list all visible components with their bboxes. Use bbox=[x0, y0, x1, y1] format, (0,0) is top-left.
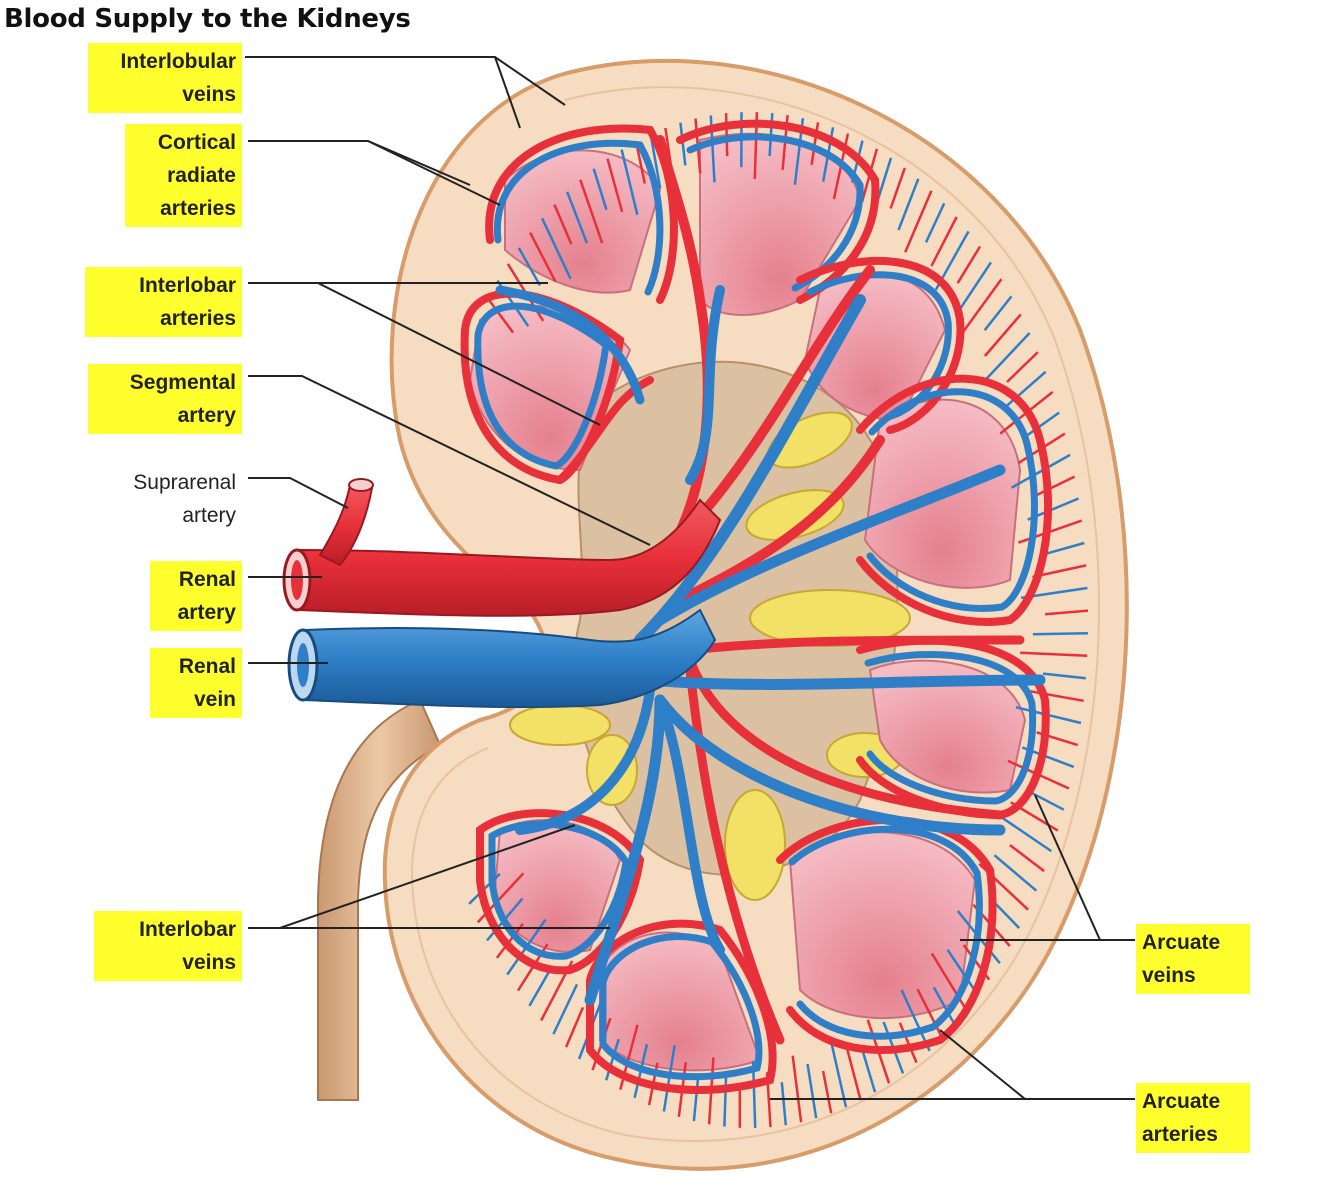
interlobular-vessel bbox=[564, 1006, 585, 1048]
interlobular-vessel bbox=[724, 113, 729, 157]
interlobular-vessel bbox=[495, 922, 524, 959]
interlobular-vessel bbox=[898, 1022, 918, 1064]
label-renal-vein: Renal vein bbox=[150, 648, 242, 718]
label-interlobar-arteries: Interlobar arteries bbox=[85, 267, 242, 337]
label-cortical-radiate-arteries: Cortical radiate arteries bbox=[125, 124, 242, 227]
interlobular-vessel bbox=[605, 1038, 620, 1081]
interlobular-vessel bbox=[486, 297, 515, 334]
interlobular-vessel bbox=[983, 313, 1022, 357]
interlobular-vessel bbox=[946, 949, 980, 997]
interlobular-vessel bbox=[845, 1046, 862, 1101]
interlobular-vessel bbox=[540, 217, 572, 280]
interlobular-vessel bbox=[1044, 609, 1089, 616]
interlobular-vessel bbox=[889, 167, 906, 209]
diagram-title: Blood Supply to the Kidneys bbox=[4, 4, 411, 34]
interlobular-vessel bbox=[1042, 541, 1085, 556]
interlobular-vessel bbox=[517, 247, 541, 287]
interlobular-vessel bbox=[959, 261, 992, 309]
interlobular-vessel bbox=[961, 278, 1003, 335]
interlobular-vessel bbox=[552, 983, 579, 1035]
interlobular-vessel bbox=[528, 967, 552, 1007]
interlobular-vessel bbox=[679, 122, 687, 166]
interlobular-vessel bbox=[806, 1063, 818, 1119]
interlobular-vessel bbox=[1009, 844, 1045, 873]
interlobular-vessel bbox=[904, 190, 933, 253]
interlobular-vessel bbox=[924, 202, 946, 243]
interlobular-vessel bbox=[649, 133, 662, 189]
interlobular-vessel bbox=[1010, 453, 1071, 489]
fat-deposits bbox=[509, 411, 911, 901]
interlobular-vessel bbox=[529, 232, 557, 283]
interlobular-vessel bbox=[606, 158, 624, 213]
interlobular-vessel bbox=[930, 216, 958, 267]
label-segmental-artery: Segmental artery bbox=[88, 364, 242, 434]
interlobular-vessel bbox=[566, 191, 589, 244]
interlobular-vessel bbox=[579, 179, 604, 244]
label-interlobar-veins: Interlobar veins bbox=[94, 911, 242, 981]
interlobular-vessel bbox=[1020, 651, 1088, 658]
interlobular-vessel bbox=[1042, 672, 1086, 680]
interlobular-vessel bbox=[1003, 370, 1047, 410]
interlobular-vessel bbox=[821, 1070, 833, 1114]
interlobular-vessel bbox=[692, 1078, 700, 1122]
interlobular-vessel bbox=[916, 988, 944, 1039]
interlobular-vessel bbox=[932, 986, 956, 1026]
label-suprarenal-artery: Suprarenal artery bbox=[133, 471, 236, 527]
interlobar-branches bbox=[495, 135, 1046, 1045]
interlobular-vessel bbox=[1032, 631, 1088, 636]
interlobular-vessel bbox=[592, 168, 608, 211]
interlobular-vessel bbox=[829, 1041, 848, 1108]
renal-artery bbox=[299, 498, 722, 617]
interlobular-vessel bbox=[723, 1071, 728, 1127]
interlobular-vessel bbox=[930, 952, 968, 1012]
interlobular-vessel bbox=[810, 122, 820, 165]
interlobular-vessel bbox=[620, 149, 639, 215]
label-renal-artery: Renal artery bbox=[150, 561, 242, 631]
renal-vein bbox=[304, 608, 717, 709]
interlobular-vessel bbox=[982, 332, 1031, 383]
interlobular-vessel bbox=[780, 1082, 788, 1126]
label-interlobular-veins: Interlobular veins bbox=[88, 43, 242, 113]
interlobular-vessel bbox=[861, 1050, 877, 1093]
interlobular-vessel bbox=[993, 854, 1038, 892]
interlobular-vessel bbox=[897, 178, 920, 231]
interlobular-vessel bbox=[1006, 351, 1039, 383]
interlobular-vessel bbox=[634, 141, 647, 184]
interlobular-vessel bbox=[956, 245, 982, 284]
label-arcuate-arteries: Arcuate arteries bbox=[1136, 1083, 1250, 1153]
interlobular-vessel bbox=[1035, 475, 1076, 497]
label-arcuate-veins: Arcuate veins bbox=[1136, 924, 1250, 994]
interlobular-vessel bbox=[983, 295, 1013, 331]
interlobular-vessel bbox=[995, 812, 1053, 853]
leader-lines bbox=[245, 56, 1135, 1100]
ureter bbox=[317, 698, 442, 1101]
interlobular-vessel bbox=[553, 204, 573, 245]
interlobular-vessel bbox=[791, 1055, 803, 1123]
interlobular-vessel bbox=[1023, 411, 1060, 439]
